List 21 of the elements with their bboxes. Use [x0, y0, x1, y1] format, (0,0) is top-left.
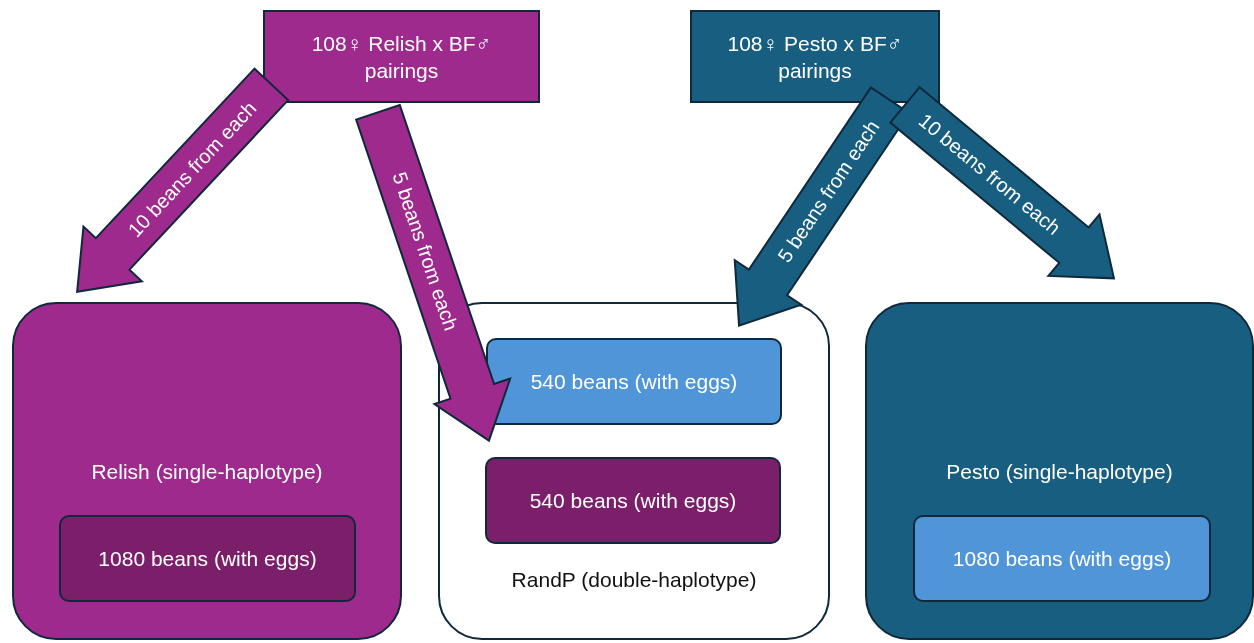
box-label: 108♀ Relish x BF♂ pairings — [310, 30, 493, 84]
block-arrow — [888, 85, 1116, 280]
box-label: RandP (double-haplotype) — [510, 567, 758, 593]
pairing-box — [263, 10, 540, 103]
block-arrow — [76, 67, 290, 294]
pairing-box — [690, 10, 940, 103]
edge-label: 5 beans from each — [387, 169, 463, 334]
bean-count-box — [486, 338, 782, 425]
box-label: 540 beans (with eggs) — [528, 487, 738, 514]
box-label: Pesto (single-haplotype) — [945, 459, 1174, 485]
box-label: 1080 beans (with eggs) — [951, 545, 1173, 572]
box-label: Relish (single-haplotype) — [90, 459, 324, 485]
box-label: 1080 beans (with eggs) — [97, 545, 318, 572]
box-label: 108♀ Pesto x BF♂ pairings — [726, 30, 904, 84]
bean-count-box — [913, 515, 1211, 602]
block-arrow — [354, 103, 512, 443]
bean-count-box — [59, 515, 356, 602]
population-box — [865, 302, 1254, 640]
box-label: 540 beans (with eggs) — [529, 368, 739, 395]
bean-count-box — [485, 457, 781, 544]
population-box — [12, 302, 402, 640]
